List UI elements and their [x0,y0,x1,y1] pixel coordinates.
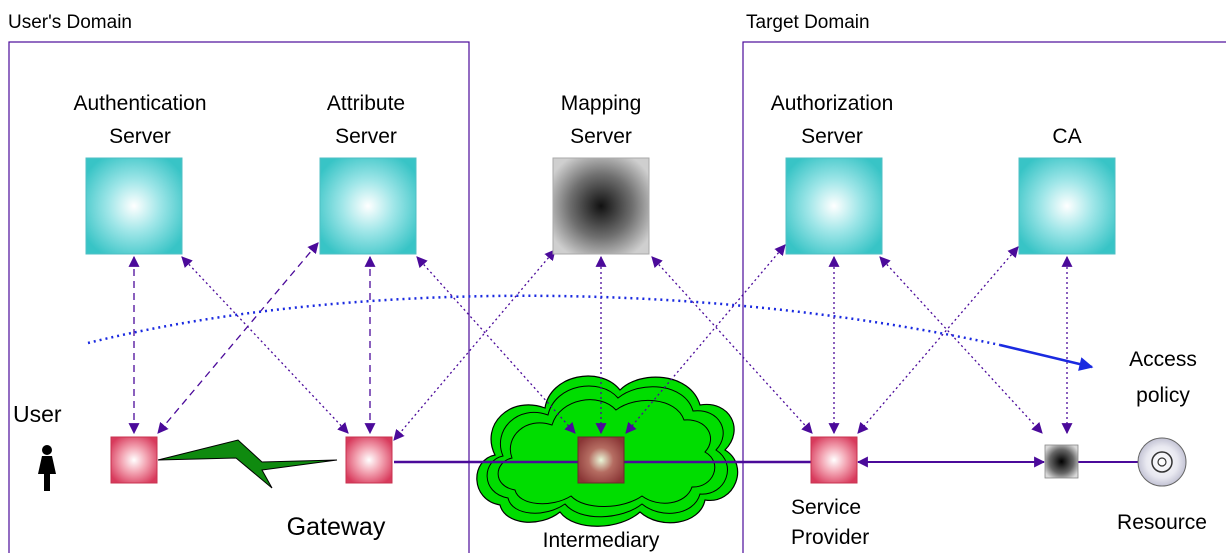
mapping-server[interactable]: Mapping Server [552,92,650,255]
authorization-server[interactable]: Authorization Server [771,92,894,255]
arrow-map-gateway [393,249,556,441]
authentication-server-box [85,157,183,255]
service-provider-box [810,436,858,484]
arrow-authz-intermediary [625,244,786,434]
ca-server-label: CA [1052,125,1081,148]
attribute-server-label-2: Server [335,125,397,148]
mapping-server-box [552,157,650,255]
service-provider-label-2: Provider [791,526,869,549]
users-domain-box [8,41,470,553]
disc-icon [1137,437,1187,487]
access-policy-label-2: policy [1136,384,1190,407]
person-icon [38,445,56,491]
intermediary-box [577,436,625,484]
arrow-attr-user [157,242,319,434]
access-policy-arrow-head [999,343,1094,371]
attribute-server-box [319,157,417,255]
authorization-server-box [785,157,883,255]
authentication-server[interactable]: Authentication Server [73,92,207,255]
resource-node[interactable]: Resource [1044,437,1207,534]
access-policy-arrow [87,294,1001,347]
mapping-server-label-2: Server [570,125,632,148]
gateway-box [345,436,393,484]
attribute-server[interactable]: Attribute Server [319,92,417,255]
authorization-server-label-1: Authorization [771,92,894,115]
arrow-authz-resource [879,256,1043,434]
users-domain-title: User's Domain [8,12,132,33]
arrow-auth-gateway [181,256,349,434]
service-provider-node[interactable]: Service Provider [791,436,869,549]
authentication-server-label-1: Authentication [73,92,206,115]
user-label: User [13,401,62,427]
resource-controller-box [1044,444,1079,479]
gateway-label: Gateway [287,513,386,541]
arrow-attr-intermediary [416,256,576,434]
target-domain-title: Target Domain [746,12,870,33]
user-device-box [110,436,158,484]
service-provider-label-1: Service [791,496,861,519]
intermediary-label: Intermediary [543,529,660,552]
mapping-server-label-1: Mapping [561,92,642,115]
ca-server[interactable]: CA [1018,125,1116,255]
access-policy-label-1: Access [1129,348,1197,371]
arrow-ca-sp [857,246,1019,434]
authentication-server-label-2: Server [109,125,171,148]
gateway-node[interactable]: Gateway [287,436,393,541]
resource-label: Resource [1117,511,1207,534]
user-node[interactable]: User [13,401,158,491]
ca-server-box [1018,157,1116,255]
wireless-link [157,439,338,489]
intermediary-node[interactable]: Intermediary [543,436,660,552]
attribute-server-label-1: Attribute [327,92,405,115]
authorization-server-label-2: Server [801,125,863,148]
